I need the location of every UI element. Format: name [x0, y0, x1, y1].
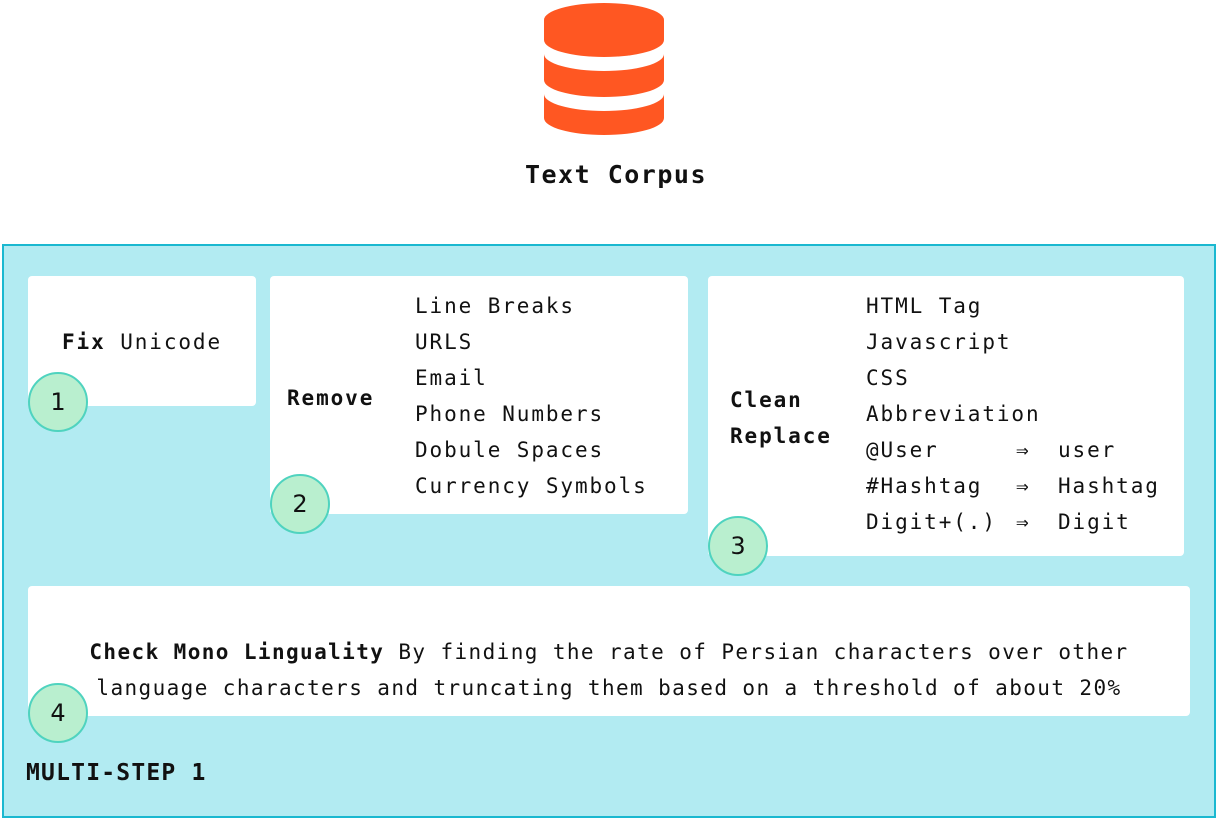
list-item: Abbreviation	[866, 402, 1041, 426]
replace-to: Hashtag	[1058, 474, 1160, 498]
step-3-title: Clean Replace	[730, 382, 850, 454]
replace-from: #Hashtag	[866, 474, 983, 498]
step-2-badge: 2	[270, 474, 330, 534]
step-2-card	[270, 276, 688, 514]
step-4-card	[28, 586, 1190, 716]
list-item: HTML Tag	[866, 294, 983, 318]
replace-to: user	[1058, 438, 1117, 462]
step-1-badge: 1	[28, 372, 88, 432]
step-2-title: Remove	[287, 386, 375, 410]
step-3-title-line: Clean	[730, 388, 803, 412]
step-2-list: Line Breaks URLS Email Phone Numbers Dob…	[415, 288, 648, 504]
list-item: Javascript	[866, 330, 1012, 354]
step-1-text: Fix Unicode	[28, 324, 256, 360]
list-item: URLS	[415, 330, 474, 354]
replace-from: @User	[866, 438, 939, 462]
arrow-icon: ⇒	[1016, 510, 1031, 534]
step-1-bold: Fix	[62, 330, 106, 354]
list-item: Currency Symbols	[415, 474, 648, 498]
database-icon	[544, 3, 664, 135]
step-3-card	[708, 276, 1184, 556]
list-item: CSS	[866, 366, 910, 390]
list-item: Dobule Spaces	[415, 438, 605, 462]
step-1-label: Unicode	[120, 330, 222, 354]
replacement-row: Digit+(.) ⇒ Digit	[866, 504, 1160, 540]
replace-to: Digit	[1058, 510, 1131, 534]
step-4-line: By finding the rate of Persian character…	[398, 640, 1129, 664]
arrow-icon: ⇒	[1016, 474, 1031, 498]
arrow-icon: ⇒	[1016, 438, 1031, 462]
corpus-label: Text Corpus	[524, 160, 708, 189]
step-4-line: language characters and truncating them …	[96, 676, 1122, 700]
replacement-row: @User ⇒ user	[866, 432, 1160, 468]
container-label: MULTI-STEP 1	[26, 760, 207, 786]
replacement-row: #Hashtag ⇒ Hashtag	[866, 468, 1160, 504]
list-item: Line Breaks	[415, 294, 575, 318]
list-item: Phone Numbers	[415, 402, 605, 426]
step-3-title-line: Replace	[730, 424, 832, 448]
step-4-text: Check Mono Linguality By finding the rat…	[28, 634, 1190, 706]
step-4-bold: Check Mono Linguality	[89, 640, 385, 664]
step-3-list: HTML Tag Javascript CSS Abbreviation @Us…	[866, 288, 1160, 540]
replace-from: Digit+(.)	[866, 510, 997, 534]
step-4-badge: 4	[28, 683, 88, 743]
step-3-badge: 3	[708, 516, 768, 576]
list-item: Email	[415, 366, 488, 390]
